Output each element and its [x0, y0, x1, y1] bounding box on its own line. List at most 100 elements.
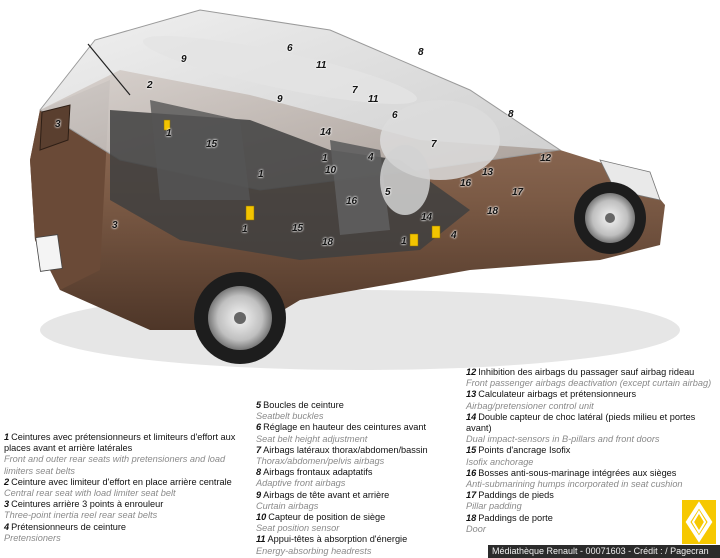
- renault-logo: [682, 500, 716, 544]
- legend-number: 9: [256, 489, 262, 500]
- callout-11: 11: [368, 94, 379, 105]
- legend-fr: Points d'ancrage Isofix: [478, 445, 571, 456]
- legend-fr: Bosses anti-sous-marinage intégrées aux …: [478, 467, 677, 478]
- rear-seat-back: [150, 100, 250, 200]
- legend-en: Pillar padding: [466, 501, 522, 512]
- legend-number: 6: [256, 422, 262, 433]
- front-seat: [330, 140, 390, 235]
- legend-fr: Paddings de porte: [478, 512, 553, 523]
- callout-8: 8: [508, 109, 514, 120]
- callout-13: 13: [482, 167, 494, 178]
- legend-fr: Inhibition des airbags du passager sauf …: [478, 367, 695, 377]
- callout-8: 8: [418, 47, 424, 58]
- legend-number: 17: [466, 490, 477, 501]
- callout-14: 14: [320, 127, 332, 138]
- car-safety-illustration: [30, 9, 680, 370]
- callout-12: 12: [540, 153, 552, 164]
- legend-en: Front and outer rear seats with pretensi…: [4, 454, 226, 476]
- legend-en: Front passenger airbags deactivation (ex…: [466, 378, 712, 389]
- callout-9: 9: [277, 94, 283, 105]
- legend-fr: Calculateur airbags et prétensionneurs: [478, 389, 637, 400]
- callout-16: 16: [460, 178, 472, 189]
- legend-fr: Airbags latéraux thorax/abdomen/bassin: [263, 444, 428, 455]
- callout-7: 7: [431, 139, 437, 150]
- callout-15: 15: [292, 223, 304, 234]
- legend-en: Energy-absorbing headrests: [256, 545, 372, 556]
- callout-2: 2: [147, 80, 153, 91]
- legend-en: Seatbelt buckles: [256, 411, 324, 422]
- callout-17: 17: [512, 187, 524, 198]
- curtain-airbag: [143, 35, 417, 105]
- side-airbag: [380, 145, 430, 215]
- rear-light: [39, 104, 71, 151]
- rear-wheel: [194, 272, 286, 364]
- legend-en: Three-point inertia reel rear seat belts: [4, 510, 158, 521]
- legend-fr: Airbags de tête avant et arrière: [263, 489, 390, 500]
- callout-9: 9: [181, 54, 187, 65]
- legend-number: 8: [256, 467, 262, 478]
- legend-fr: Ceintures avec prétensionneurs et limite…: [4, 432, 236, 454]
- legend-number: 13: [466, 389, 477, 400]
- callout-18: 18: [487, 206, 499, 217]
- legend-fr: Capteur de position de siège: [268, 512, 386, 523]
- callout-10: 10: [325, 165, 337, 176]
- legend-number: 5: [256, 400, 262, 410]
- callout-1: 1: [166, 128, 172, 139]
- legend-en: Isofix anchorage: [466, 456, 534, 467]
- legend-fr: Boucles de ceinture: [263, 400, 344, 410]
- legend-fr: Airbags frontaux adaptatifs: [263, 467, 373, 478]
- legend-en: Airbag/pretensioner control unit: [466, 400, 594, 411]
- legend-fr: Appui-têtes à absorption d'énergie: [267, 534, 408, 545]
- callout-3: 3: [112, 220, 118, 231]
- legend-en: Dual impact-sensors in B-pillars and fro…: [466, 434, 660, 445]
- legend-number: 4: [4, 521, 10, 532]
- callout-18: 18: [322, 237, 334, 248]
- legend-fr: Réglage en hauteur des ceintures avant: [263, 422, 427, 433]
- callout-4: 4: [451, 230, 457, 241]
- pretensioner-markers: [163, 119, 441, 247]
- legend-en: Door: [466, 523, 486, 534]
- legend-en: Pretensioners: [4, 532, 61, 543]
- legend-fr: Ceinture avec limiteur d'effort en place…: [11, 476, 232, 487]
- legend-en: Central rear seat with load limiter seat…: [4, 488, 176, 499]
- callout-3: 3: [55, 119, 61, 130]
- antenna: [87, 43, 131, 96]
- legend-number: 15: [466, 445, 477, 456]
- legend-number: 10: [256, 512, 267, 523]
- legend-en: Seat belt height adjustment: [256, 433, 368, 444]
- credit-bar: Médiathèque Renault - 00071603 - Crédit …: [488, 545, 720, 558]
- callout-6: 6: [287, 43, 293, 54]
- legend-number: 7: [256, 444, 262, 455]
- front-wheel: [574, 182, 646, 254]
- legend-number: 16: [466, 467, 477, 478]
- legend-number: 1: [4, 432, 10, 442]
- legend-en: Anti-submarining humps incorporated in s…: [466, 479, 683, 490]
- legend-number: 18: [466, 512, 477, 523]
- callout-4: 4: [368, 152, 374, 163]
- rear-plate: [35, 234, 63, 272]
- legend-fr: Paddings de pieds: [478, 490, 554, 501]
- legend-en: Curtain airbags: [256, 500, 319, 511]
- legend-number: 11: [256, 534, 266, 545]
- callout-1: 1: [401, 236, 407, 247]
- callout-1: 1: [322, 153, 328, 164]
- callout-5: 5: [385, 187, 391, 198]
